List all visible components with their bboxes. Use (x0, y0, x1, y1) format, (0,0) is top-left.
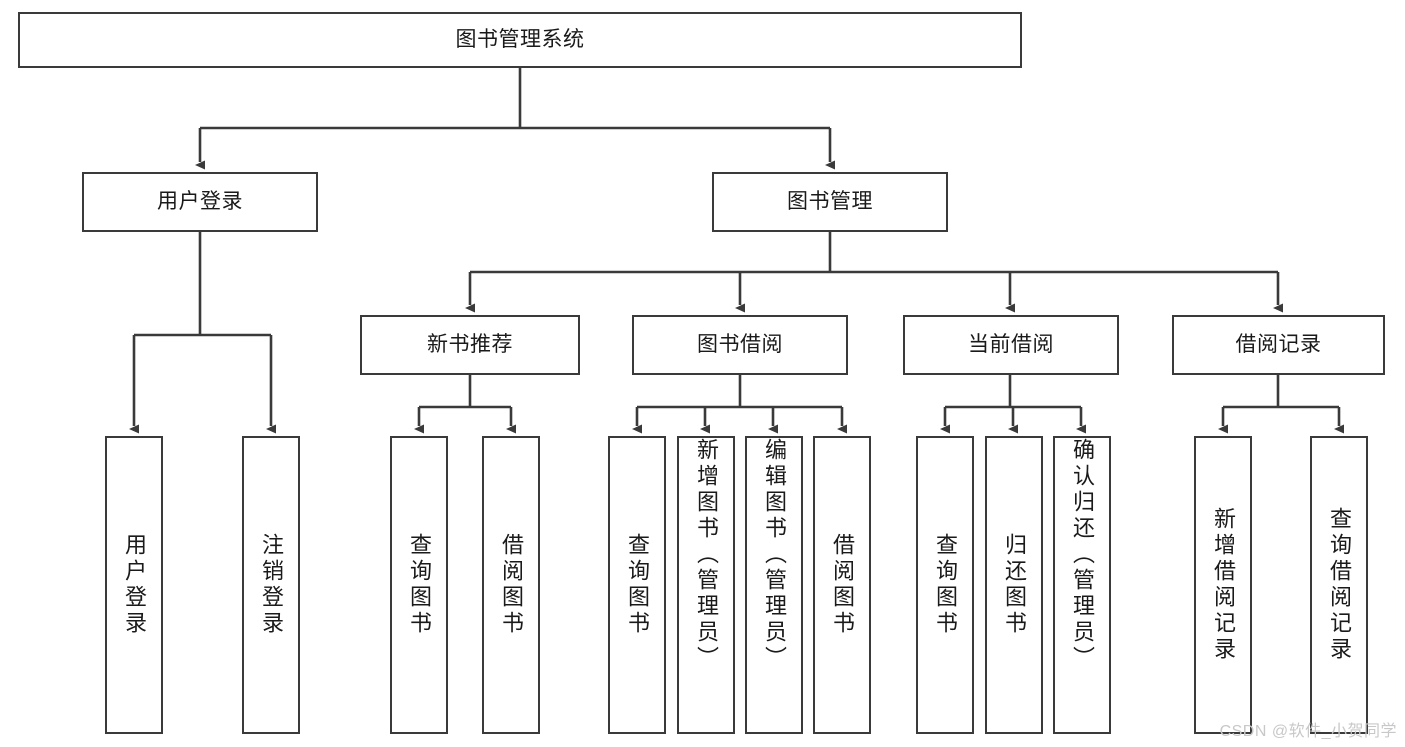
node-leaf-query-book-3[interactable]: 查询图书 (916, 436, 974, 734)
csdn-watermark: CSDN @软件_小贺同学 (1219, 723, 1397, 740)
node-leaf-query-book-3-label: 查询图书 (933, 533, 958, 637)
node-leaf-query-book-1[interactable]: 查询图书 (390, 436, 448, 734)
node-leaf-query-book-2[interactable]: 查询图书 (608, 436, 666, 734)
node-user-login[interactable]: 用户登录 (82, 172, 318, 232)
node-new-book-recommend-label: 新书推荐 (427, 332, 513, 356)
node-leaf-borrow-book-1-label: 借阅图书 (499, 533, 524, 637)
node-leaf-confirm-return[interactable]: 确认归还（管理员） (1053, 436, 1111, 734)
node-leaf-query-book-1-label: 查询图书 (407, 533, 432, 637)
node-book-borrow[interactable]: 图书借阅 (632, 315, 848, 375)
node-new-book-recommend[interactable]: 新书推荐 (360, 315, 580, 375)
node-user-login-label: 用户登录 (157, 189, 243, 213)
node-leaf-add-record-label: 新增借阅记录 (1211, 507, 1236, 663)
node-leaf-borrow-book-1[interactable]: 借阅图书 (482, 436, 540, 734)
node-root-label: 图书管理系统 (455, 27, 585, 51)
node-leaf-return-book-label: 归还图书 (1002, 533, 1027, 637)
node-borrow-record-label: 借阅记录 (1235, 332, 1322, 356)
node-leaf-query-record-label: 查询借阅记录 (1327, 507, 1352, 663)
node-book-manage[interactable]: 图书管理 (712, 172, 948, 232)
node-leaf-logout-login[interactable]: 注销登录 (242, 436, 300, 734)
node-leaf-confirm-return-label: 确认归还（管理员） (1070, 438, 1095, 672)
node-borrow-record[interactable]: 借阅记录 (1172, 315, 1385, 375)
node-current-borrow[interactable]: 当前借阅 (903, 315, 1119, 375)
node-leaf-edit-book[interactable]: 编辑图书（管理员） (745, 436, 803, 734)
node-leaf-borrow-book-2[interactable]: 借阅图书 (813, 436, 871, 734)
node-leaf-query-record[interactable]: 查询借阅记录 (1310, 436, 1368, 734)
node-leaf-user-login[interactable]: 用户登录 (105, 436, 163, 734)
node-leaf-add-record[interactable]: 新增借阅记录 (1194, 436, 1252, 734)
node-current-borrow-label: 当前借阅 (968, 332, 1054, 356)
node-leaf-add-book[interactable]: 新增图书（管理员） (677, 436, 735, 734)
node-leaf-edit-book-label: 编辑图书（管理员） (762, 438, 787, 672)
node-leaf-query-book-2-label: 查询图书 (625, 533, 650, 637)
node-leaf-borrow-book-2-label: 借阅图书 (830, 533, 855, 637)
node-root[interactable]: 图书管理系统 (18, 12, 1022, 68)
node-book-borrow-label: 图书借阅 (697, 332, 783, 356)
node-book-manage-label: 图书管理 (787, 189, 873, 213)
node-leaf-add-book-label: 新增图书（管理员） (694, 438, 719, 672)
node-leaf-logout-login-label: 注销登录 (259, 533, 284, 637)
node-leaf-user-login-label: 用户登录 (122, 533, 147, 637)
node-leaf-return-book[interactable]: 归还图书 (985, 436, 1043, 734)
